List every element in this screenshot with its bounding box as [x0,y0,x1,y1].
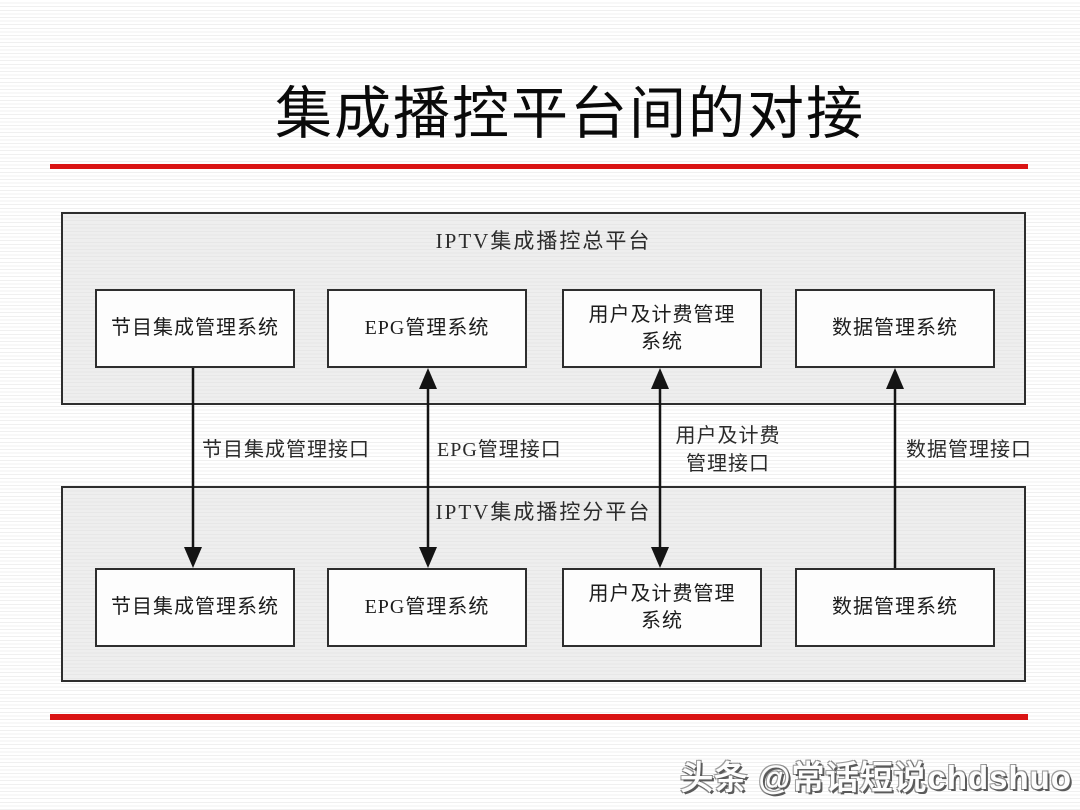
title-underline-rule [50,164,1028,169]
bottom-system-data: 数据管理系统 [795,568,995,647]
toutiao-watermark: 头条 @常话短说chdshuo [680,759,1072,796]
top-system-data: 数据管理系统 [795,289,995,368]
top-system-program-integration: 节目集成管理系统 [95,289,295,368]
bottom-platform-box: IPTV集成播控分平台 节目集成管理系统 EPG管理系统 用户及计费管理 系统 … [61,486,1026,682]
top-system-epg: EPG管理系统 [327,289,527,368]
data-interface-label: 数据管理接口 [906,439,1032,461]
bottom-system-user-billing: 用户及计费管理 系统 [562,568,762,647]
slide-title: 集成播控平台间的对接 [275,83,865,146]
bottom-system-program-integration: 节目集成管理系统 [95,568,295,647]
program-interface-label: 节目集成管理接口 [202,439,370,461]
top-system-user-billing: 用户及计费管理 系统 [562,289,762,368]
epg-interface-label: EPG管理接口 [437,439,562,461]
user-billing-interface-label: 用户及计费 管理接口 [675,425,781,475]
bottom-platform-label: IPTV集成播控分平台 [435,500,652,524]
top-platform-label: IPTV集成播控总平台 [435,229,652,253]
top-platform-box: IPTV集成播控总平台 节目集成管理系统 EPG管理系统 用户及计费管理 系统 … [61,212,1026,405]
bottom-system-epg: EPG管理系统 [327,568,527,647]
footer-rule [50,714,1028,720]
